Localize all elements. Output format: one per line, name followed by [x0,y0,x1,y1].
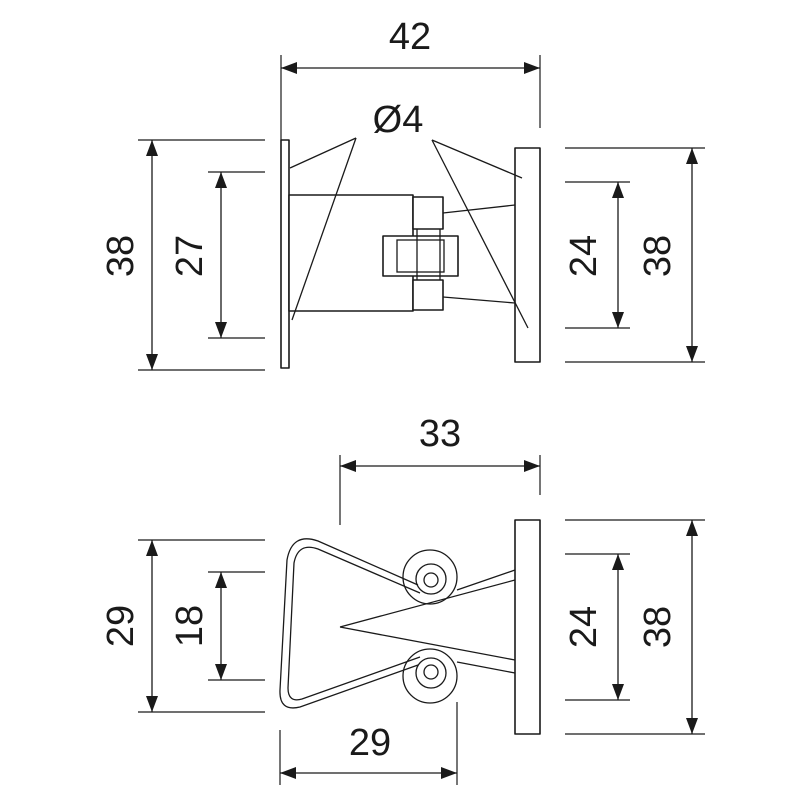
hole-leader [431,139,523,179]
catch-arm-top-outer [456,569,516,591]
strike-plate [514,147,541,363]
arrow-up [612,554,624,570]
hole-leader [291,137,357,321]
bottom-right-outer-height-label: 38 [637,606,679,648]
hole-leader [289,137,357,169]
arrow-up [686,148,698,164]
arrow-down [146,696,158,712]
bottom-right-inner-height-label: 24 [563,606,605,648]
left-mounting-plate [280,139,290,369]
arrow-right [524,62,540,74]
bottom-width-label: 33 [419,413,461,455]
arrow-down [612,684,624,700]
arrow-up [146,140,158,156]
arrow-down [612,312,624,328]
top-view: Ø4 42 38 27 24 38 [100,16,705,371]
arrow-up [686,520,698,536]
catch-arm-bottom-outer [456,661,516,674]
hole-leader [431,139,529,329]
top-left-inner-height-label: 27 [169,235,211,277]
arrow-up [612,182,624,198]
top-right-inner-height-label: 24 [563,235,605,277]
top-right-outer-height-label: 38 [637,235,679,277]
bottom-left-inner-height-label: 18 [169,605,211,647]
spring-arm-top [442,204,516,214]
arrow-down [146,354,158,370]
spring-coil-top-inner [415,563,447,595]
arrow-right [524,460,540,472]
spring-coil-bottom-inner [415,657,447,689]
spring-roller-inner [396,239,445,273]
spring-arm-bottom [442,296,516,304]
arrow-up [146,540,158,556]
spring-coil-top-core [423,572,439,588]
top-left-outer-height-label: 38 [100,235,142,277]
hinge-knuckle-top [412,196,444,230]
top-width-label: 42 [389,16,431,58]
arrow-up [215,172,227,188]
arrow-left [281,62,297,74]
arrow-down [215,322,227,338]
arrow-down [686,346,698,362]
bottom-base-width-label: 29 [349,722,391,764]
catch-arm-top-inner [339,579,516,628]
spring-coil-top [402,549,458,605]
catch-arm-bottom-inner [339,626,516,661]
arrow-down [686,718,698,734]
wire-spring-inner [287,546,421,701]
arrow-up [215,572,227,588]
wire-spring-outer [279,538,419,709]
arrow-right [441,767,457,779]
hole-diameter-label: Ø4 [373,99,424,141]
strike-plate [514,519,541,735]
arrow-left [340,460,356,472]
spring-roller [382,235,459,277]
bottom-view: 33 29 18 29 24 38 [100,413,705,785]
hinge-knuckle-bottom [412,279,444,311]
arrow-down [215,664,227,680]
spring-coil-bottom [402,648,458,704]
spring-coil-bottom-core [423,664,439,680]
bottom-left-outer-height-label: 29 [100,605,142,647]
arrow-left [280,767,296,779]
